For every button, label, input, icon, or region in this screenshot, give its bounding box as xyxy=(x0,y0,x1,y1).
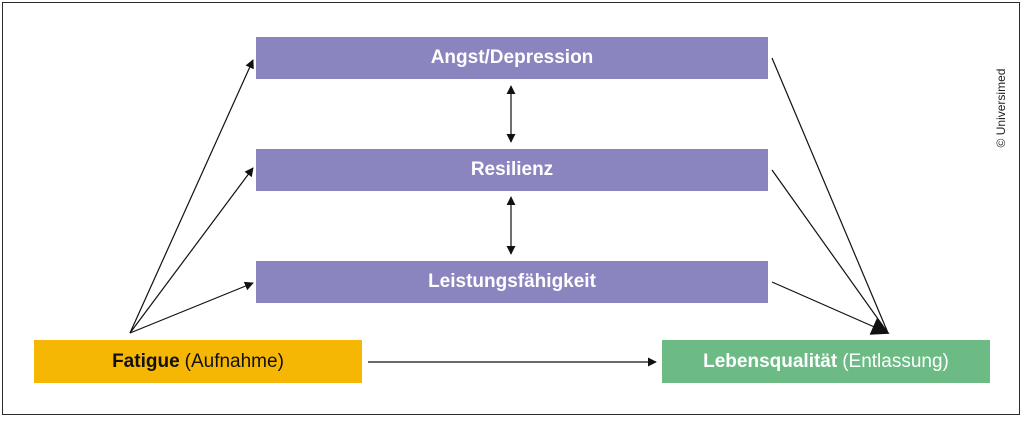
arrow-fatigue-to-angst xyxy=(129,59,254,334)
arrow-fatigue-to-leistung xyxy=(129,281,254,334)
box-fatigue: Fatigue (Aufnahme) xyxy=(34,340,362,383)
box-lebensqualitaet-title: Lebensqualität xyxy=(703,350,838,372)
box-fatigue-title: Fatigue xyxy=(112,350,180,372)
box-angst-depression-label: Angst/Depression xyxy=(430,47,594,68)
box-lebensqualitaet: Lebensqualität (Entlassung) xyxy=(662,340,990,383)
arrow-leistung-to-lebensqualitaet xyxy=(771,281,890,335)
box-leistungsfaehigkeit: Leistungsfähigkeit xyxy=(256,261,768,303)
box-resilienz: Resilienz xyxy=(256,149,768,191)
box-fatigue-subtitle: (Aufnahme) xyxy=(184,350,284,372)
box-angst-depression: Angst/Depression xyxy=(256,37,768,79)
arrow-angst-to-lebensqualitaet xyxy=(771,57,889,334)
box-resilienz-label: Resilienz xyxy=(470,159,554,180)
arrow-fatigue-to-resilienz xyxy=(129,167,254,334)
arrow-resilienz-to-lebensqualitaet xyxy=(771,169,889,334)
box-leistungsfaehigkeit-label: Leistungsfähigkeit xyxy=(428,271,596,292)
copyright-notice: © Universimed xyxy=(994,68,1008,148)
box-lebensqualitaet-subtitle: (Entlassung) xyxy=(842,350,949,372)
